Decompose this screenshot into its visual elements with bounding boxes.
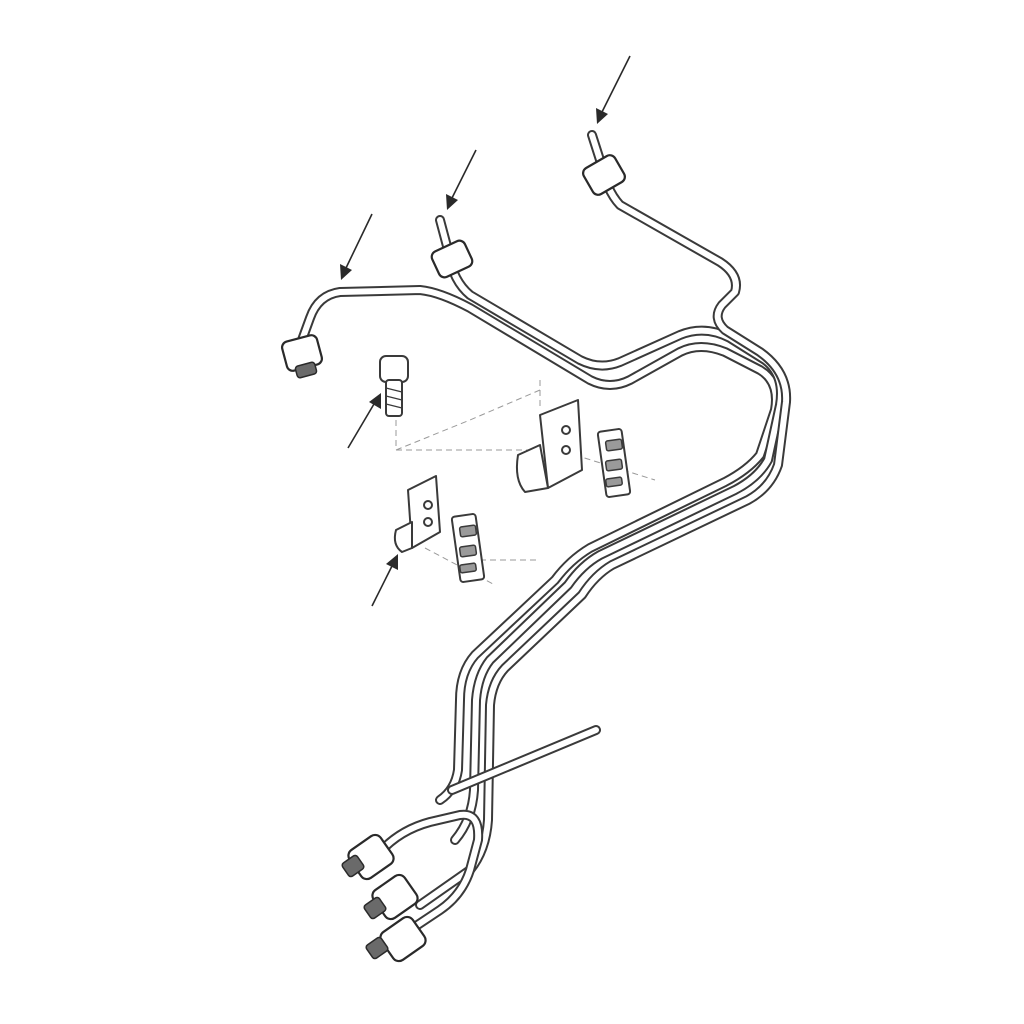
return-line	[447, 725, 601, 795]
line-2-nut	[430, 239, 474, 279]
lower-fitting-2	[363, 873, 419, 921]
line-3-nut	[582, 154, 626, 196]
callout-arrow-bolt	[347, 393, 381, 449]
lower-fittings	[341, 833, 427, 963]
clamp-upper	[596, 428, 632, 498]
callout-arrow-line-1	[340, 213, 373, 280]
bracket-lower	[393, 475, 441, 553]
clamp-lower	[450, 513, 486, 583]
lower-fitting-3	[365, 915, 427, 963]
line-1-nut	[280, 334, 324, 379]
bracket-upper	[515, 399, 583, 493]
mounting-bolt	[379, 355, 409, 417]
fuel-line-2	[435, 215, 786, 845]
fuel-line-4	[375, 809, 484, 935]
callout-arrows	[340, 55, 631, 607]
fuel-line-1	[297, 285, 781, 805]
lower-fitting-1	[341, 833, 395, 881]
callout-arrow-line-2	[446, 149, 477, 210]
fuel-line-3	[415, 130, 792, 910]
callout-arrow-line-3	[596, 55, 631, 124]
callout-arrow-bracket	[371, 554, 398, 607]
